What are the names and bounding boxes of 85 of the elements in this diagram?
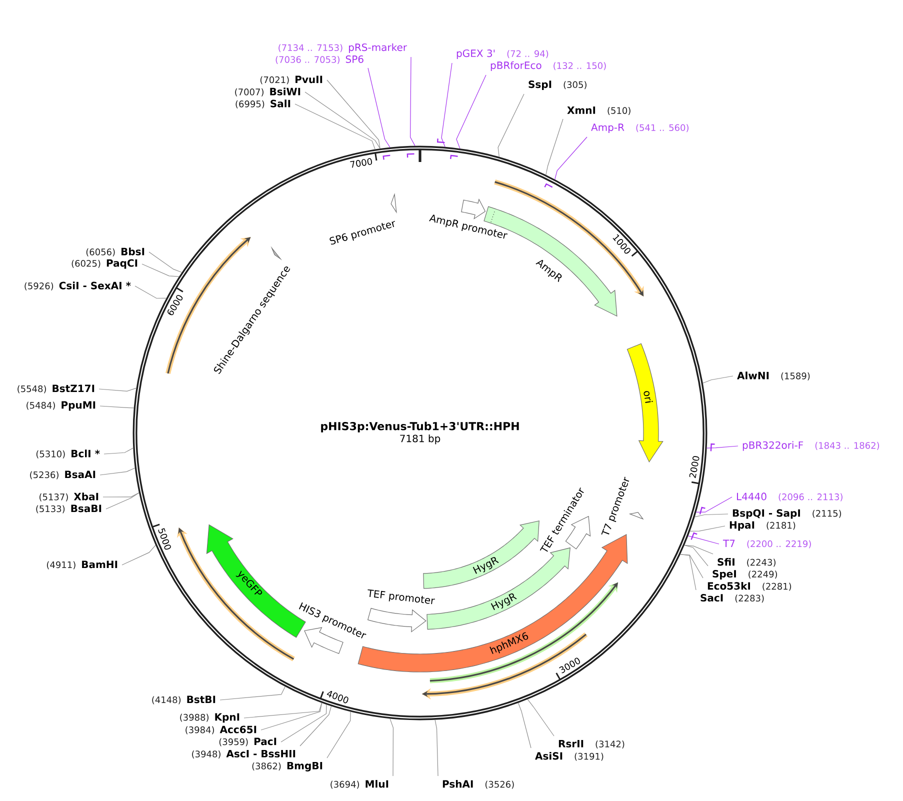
leader-line — [410, 56, 416, 146]
restriction-site-label: AsiSI (3191) — [535, 752, 604, 761]
sequence-feature: ori — [626, 343, 664, 463]
leader-line — [554, 136, 588, 180]
primer-label: L4440 (2096 .. 2113) — [737, 492, 842, 502]
leader-line — [498, 94, 524, 158]
leader-line — [106, 492, 140, 510]
restriction-site-label: (5926) CsiI - SexAI * — [24, 282, 131, 290]
restriction-site-label: BspQI - SapI (2115) — [732, 509, 842, 519]
restriction-site-label: (3862) BmgBI — [252, 762, 322, 772]
primer-label: (7134 .. 7153) pRS-marker — [278, 43, 407, 53]
leader-line — [688, 536, 720, 544]
leader-line — [100, 468, 136, 476]
primer-label: pBR322ori-F (1843 .. 1862) — [742, 441, 880, 451]
restriction-site-label: (7007) BsiWI — [235, 88, 300, 96]
leader-line — [441, 62, 452, 148]
restriction-site-label: (5236) BsaAI — [30, 470, 96, 480]
scale-label: 5000 — [158, 528, 171, 550]
restriction-site-label: HpaI (2181) — [730, 521, 796, 531]
primer-label: pGEX 3' (72 .. 94) — [456, 50, 548, 59]
restriction-site-label: (5484) PpuMI — [26, 401, 96, 411]
leader-line — [694, 514, 728, 518]
restriction-site-label: XmnI (510) — [567, 106, 630, 115]
leader-line — [220, 686, 286, 700]
restriction-site-label: (6025) PaqCI — [72, 259, 138, 269]
primer-label: Amp-R (541 .. 560) — [591, 124, 688, 133]
restriction-site-label: (3948) AscI - BssHII — [192, 750, 296, 758]
leader-line — [390, 718, 394, 776]
leader-line — [368, 68, 390, 148]
leader-line — [706, 446, 738, 448]
leader-line — [260, 702, 322, 730]
primer-label: pBRforEco (132 .. 150) — [490, 61, 606, 71]
leader-line — [702, 376, 734, 384]
restriction-site-label: (3959) PacI — [219, 738, 276, 746]
restriction-site-label: AlwNI (1589) — [737, 372, 810, 380]
scale-label: 4000 — [326, 690, 348, 704]
restriction-site-label: SacI (2283) — [700, 594, 764, 603]
restriction-site-label: (5133) BsaBI — [36, 504, 102, 514]
restriction-site-label: (4911) BamHI — [46, 560, 118, 570]
restriction-site-label: SspI (305) — [528, 80, 586, 90]
scale-label: 7000 — [350, 158, 372, 168]
restriction-site-label: SfiI (2243) — [718, 558, 776, 567]
leader-line — [294, 104, 376, 150]
leader-line — [134, 286, 167, 299]
primer-label: (7036 .. 7053) SP6 — [276, 55, 364, 64]
leader-line — [527, 699, 554, 736]
scale-label: 2000 — [689, 456, 700, 478]
leader-line — [142, 264, 180, 277]
leader-line — [680, 554, 696, 590]
restriction-site-label: (4148) BstBI — [152, 696, 216, 704]
primer-label: T7 (2200 .. 2219) — [722, 540, 811, 548]
leader-line — [684, 544, 708, 566]
restriction-site-label: (5310) BclI * — [36, 450, 100, 458]
leader-line — [434, 720, 438, 776]
restriction-site-label: PshAI (3526) — [442, 780, 514, 789]
leader-line — [680, 554, 704, 578]
restriction-site-label: SpeI (2249) — [712, 570, 778, 580]
restriction-site-label: (5548) BstZ17I — [18, 384, 94, 394]
restriction-site-label: (6995) SalI — [236, 100, 290, 108]
leader-line — [546, 118, 564, 176]
leader-line — [518, 702, 532, 748]
leader-line — [244, 702, 322, 718]
restriction-site-label: (6056) BbsI — [86, 248, 144, 256]
restriction-site-label: (5137) XbaI — [40, 492, 98, 502]
restriction-site-label: Eco53kI (2281) — [708, 582, 792, 591]
leader-line — [148, 252, 182, 273]
leader-line — [690, 526, 726, 532]
restriction-site-label: (3988) KpnI — [180, 713, 240, 723]
leader-line — [100, 406, 134, 408]
leader-line — [98, 388, 137, 392]
leader-line — [684, 544, 714, 554]
restriction-site-label: (3984) Acc65I — [186, 726, 256, 734]
restriction-site-label: (7021) PvuII — [260, 76, 322, 84]
leader-line — [300, 706, 332, 746]
restriction-site-label: RsrII (3142) — [558, 740, 624, 748]
leader-line — [326, 711, 351, 758]
leader-line — [456, 74, 486, 149]
leader-line — [102, 492, 140, 498]
leader-line — [304, 92, 380, 149]
restriction-site-label: (3694) MluI — [330, 780, 388, 789]
leader-line — [280, 704, 327, 742]
leader-line — [122, 544, 156, 566]
leader-line — [696, 496, 732, 512]
leader-line — [326, 80, 380, 149]
leader-line — [104, 448, 134, 454]
